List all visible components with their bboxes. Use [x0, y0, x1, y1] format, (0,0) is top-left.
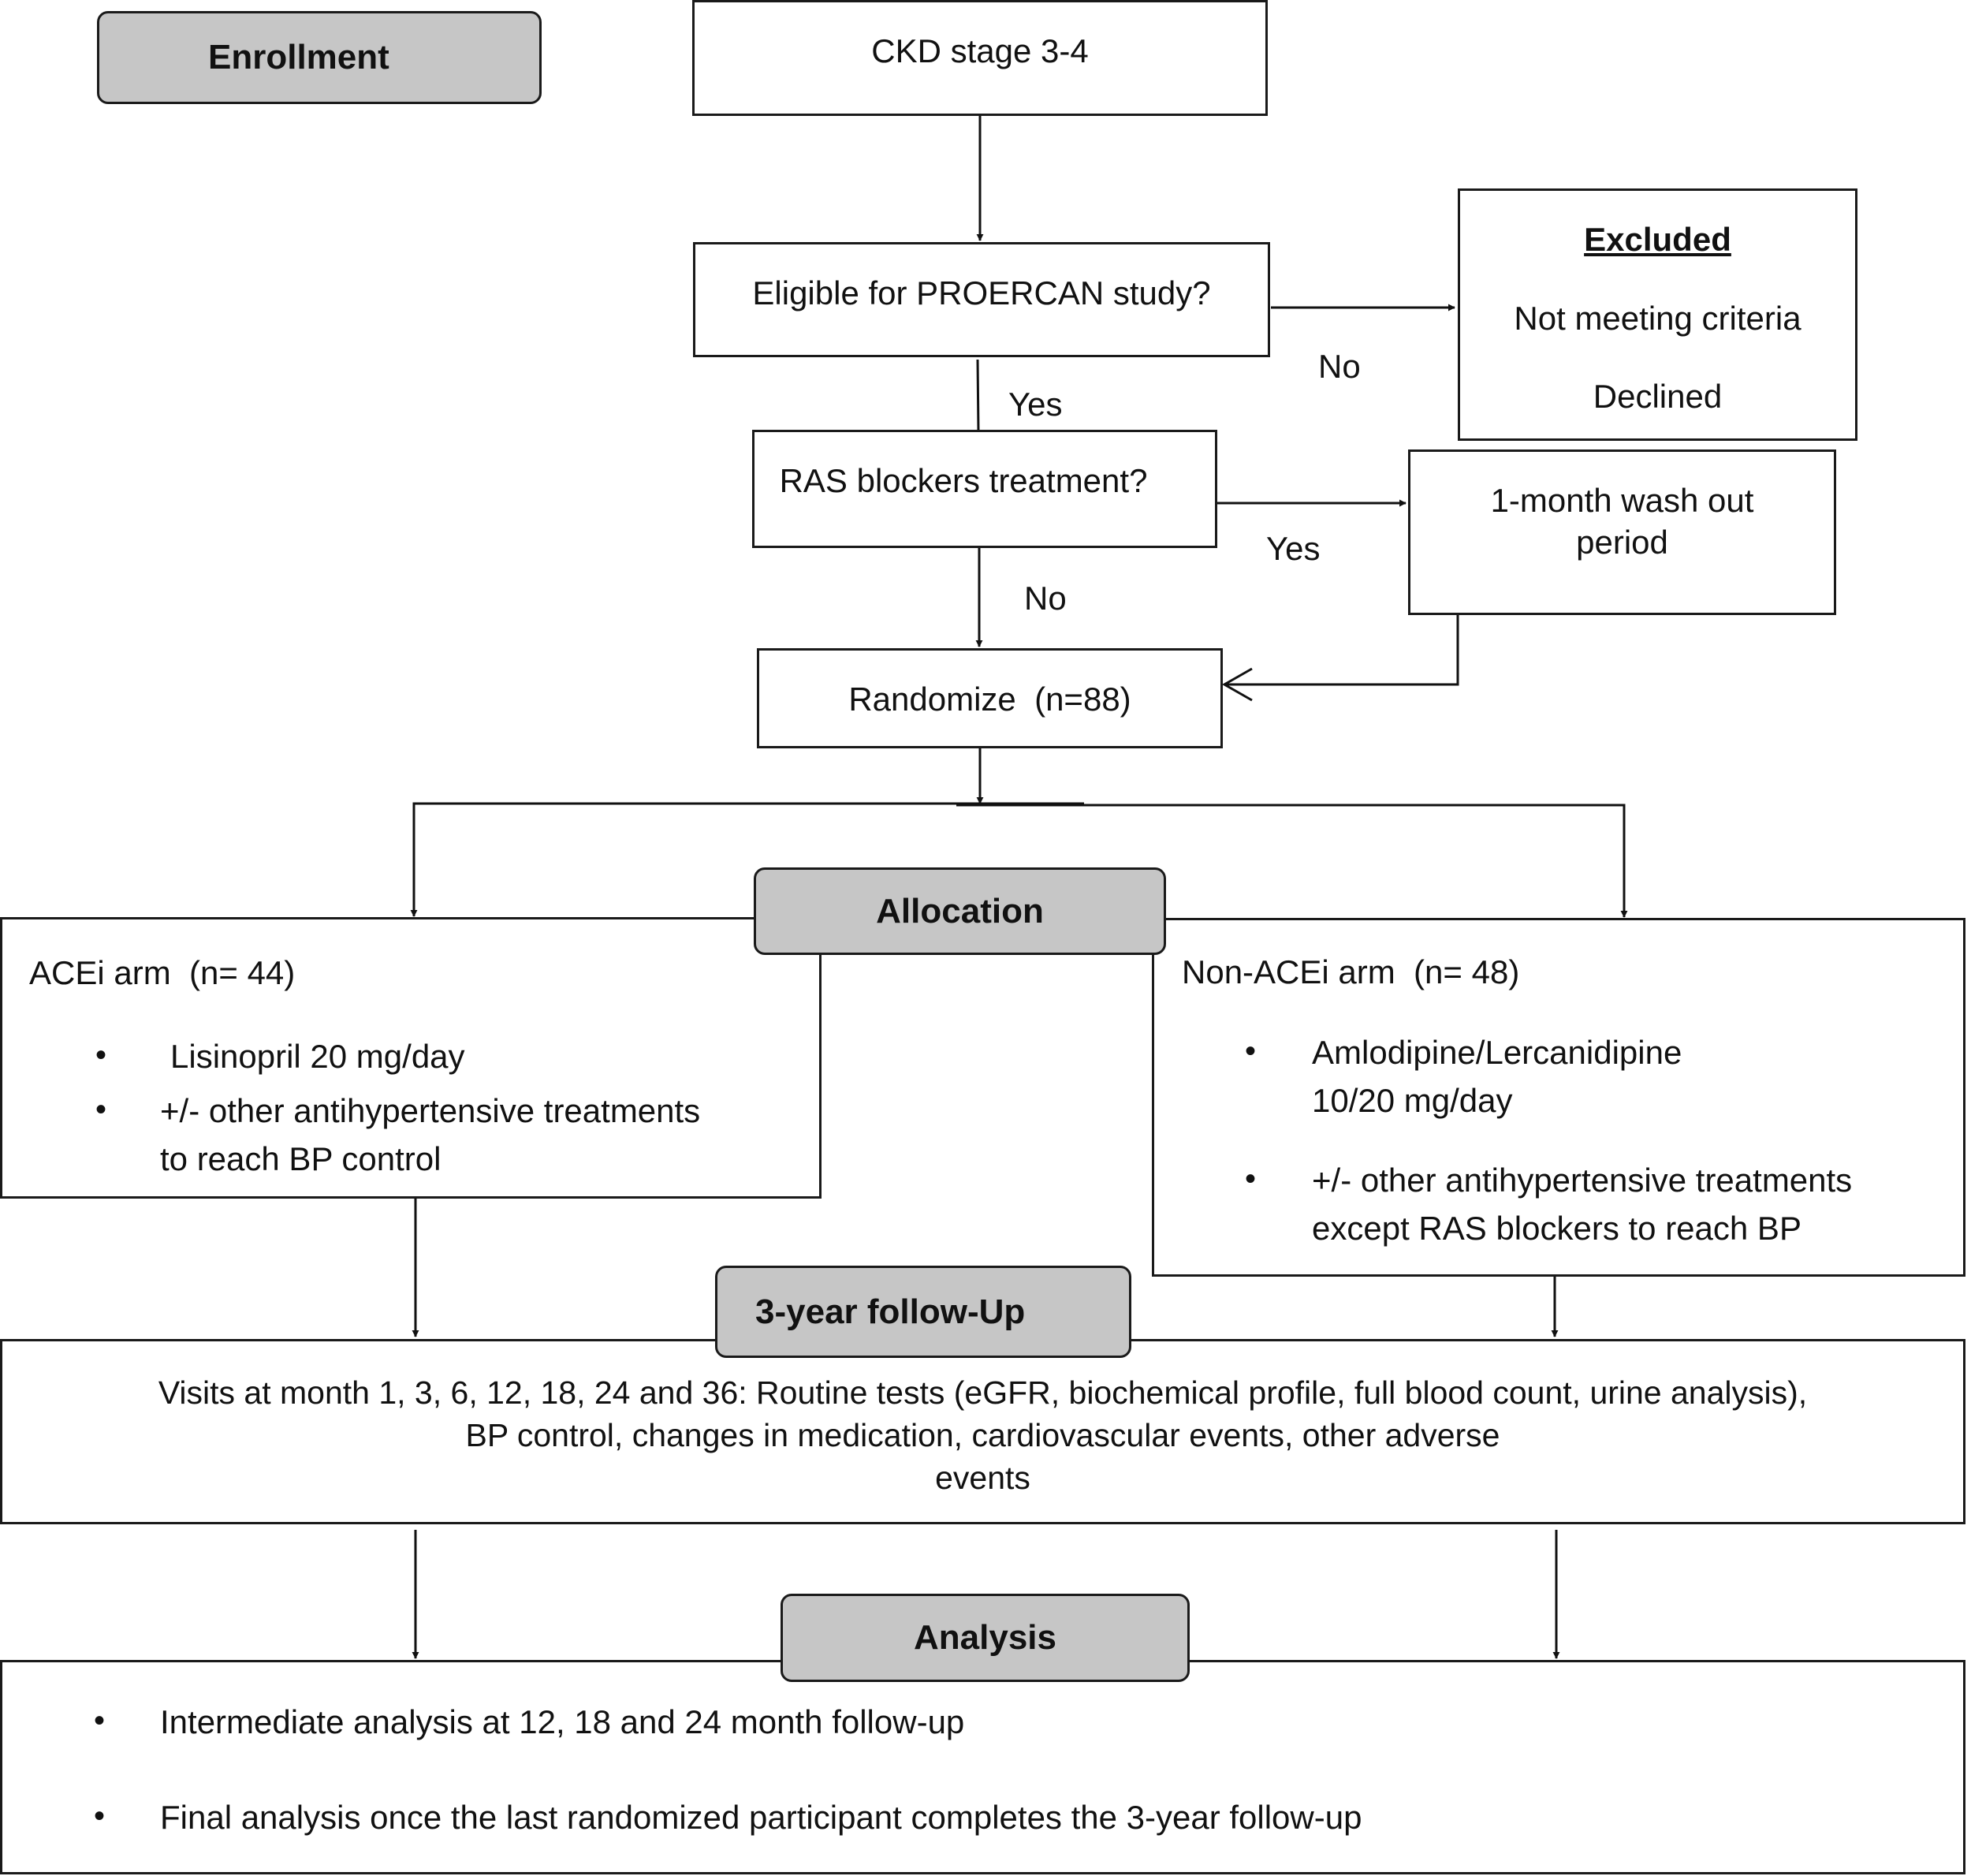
stage-allocation: Allocation	[754, 867, 1166, 955]
arm-non-acei: Non-ACEi arm (n= 48) • Amlodipine/Lercan…	[1152, 918, 1965, 1277]
analysis-bullet-2: •	[94, 1799, 106, 1833]
arm-non-acei-item-1-line-1: Amlodipine/Lercanidipine	[1312, 1034, 1682, 1071]
excluded-item-declined: Declined	[1593, 378, 1723, 415]
arm-non-acei-item-2-line-1: +/- other antihypertensive treatments	[1312, 1162, 1853, 1199]
washout-line-1: 1-month wash out	[1490, 482, 1754, 519]
arrowhead-randomize	[1221, 667, 1253, 702]
analysis-item-2: Final analysis once the last randomized …	[160, 1799, 1362, 1836]
node-ras-label: RAS blockers treatment?	[779, 462, 1148, 499]
arm-acei-title: ACEi arm (n= 44)	[29, 954, 296, 991]
analysis-bullet-1: •	[94, 1703, 106, 1738]
excluded-item-criteria: Not meeting criteria	[1514, 300, 1801, 337]
edge-label-eligible-no: No	[1318, 348, 1361, 385]
arm-non-acei-bullet-1: •	[1245, 1034, 1257, 1069]
arrow-washout-to-randomize	[1224, 613, 1459, 686]
arrow-split-left	[410, 802, 1084, 917]
edge-label-ras-yes: Yes	[1266, 530, 1321, 567]
arm-acei-bullet-1: •	[95, 1038, 107, 1072]
node-ckd-label: CKD stage 3-4	[871, 32, 1089, 69]
washout-line-2: period	[1576, 524, 1668, 561]
stage-follow-up: 3-year follow-Up	[715, 1266, 1131, 1358]
arm-non-acei-item-2-line-2: except RAS blockers to reach BP	[1312, 1210, 1801, 1247]
arm-acei-item-2-line-2: to reach BP control	[160, 1140, 442, 1177]
excluded-title: Excluded	[1584, 221, 1731, 258]
arm-non-acei-title: Non-ACEi arm (n= 48)	[1182, 953, 1520, 990]
arm-non-acei-item-1-line-2: 10/20 mg/day	[1312, 1082, 1513, 1119]
stage-enrollment-label: Enrollment	[208, 38, 389, 76]
follow-up-line-2: BP control, changes in medication, cardi…	[465, 1417, 1500, 1453]
arm-non-acei-bullet-2: •	[1245, 1162, 1257, 1196]
stage-analysis: Analysis	[781, 1594, 1190, 1682]
edge-label-ras-no: No	[1024, 580, 1067, 617]
stage-follow-up-label: 3-year follow-Up	[755, 1292, 1026, 1331]
stage-enrollment: Enrollment	[97, 11, 542, 104]
node-ckd: CKD stage 3-4	[692, 0, 1268, 116]
stage-allocation-label: Allocation	[876, 891, 1044, 931]
node-randomize-label: Randomize (n=88)	[848, 681, 1131, 718]
node-randomize: Randomize (n=88)	[757, 648, 1223, 748]
node-eligible: Eligible for PROERCAN study?	[693, 242, 1270, 357]
arm-acei-item-1: Lisinopril 20 mg/day	[170, 1038, 465, 1075]
node-ras: RAS blockers treatment?	[752, 430, 1217, 548]
node-eligible-label: Eligible for PROERCAN study?	[752, 274, 1211, 311]
arm-acei-bullet-2: •	[95, 1092, 107, 1127]
stage-analysis-label: Analysis	[914, 1618, 1056, 1657]
follow-up-box: Visits at month 1, 3, 6, 12, 18, 24 and …	[0, 1339, 1965, 1524]
node-excluded: Excluded Not meeting criteria Declined	[1458, 188, 1857, 441]
edge-label-eligible-yes: Yes	[1008, 386, 1063, 423]
follow-up-line-3: events	[935, 1460, 1030, 1496]
node-washout: 1-month wash out period	[1408, 449, 1836, 615]
arrow-split-right	[956, 804, 1628, 918]
analysis-box: • Intermediate analysis at 12, 18 and 24…	[0, 1660, 1965, 1874]
arm-acei-item-2-line-1: +/- other antihypertensive treatments	[160, 1092, 701, 1129]
follow-up-line-1: Visits at month 1, 3, 6, 12, 18, 24 and …	[158, 1374, 1808, 1411]
analysis-item-1: Intermediate analysis at 12, 18 and 24 m…	[160, 1703, 965, 1740]
arm-acei: ACEi arm (n= 44) • Lisinopril 20 mg/day …	[0, 917, 822, 1199]
